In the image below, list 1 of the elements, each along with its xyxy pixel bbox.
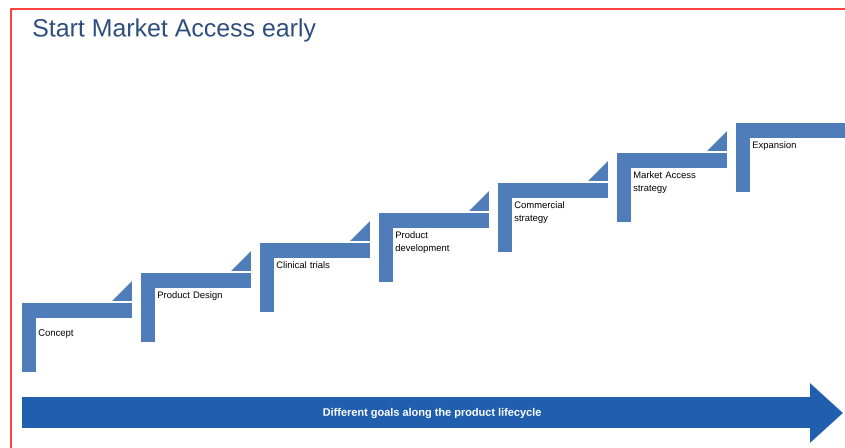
title: Start Market Access early: [33, 18, 316, 42]
